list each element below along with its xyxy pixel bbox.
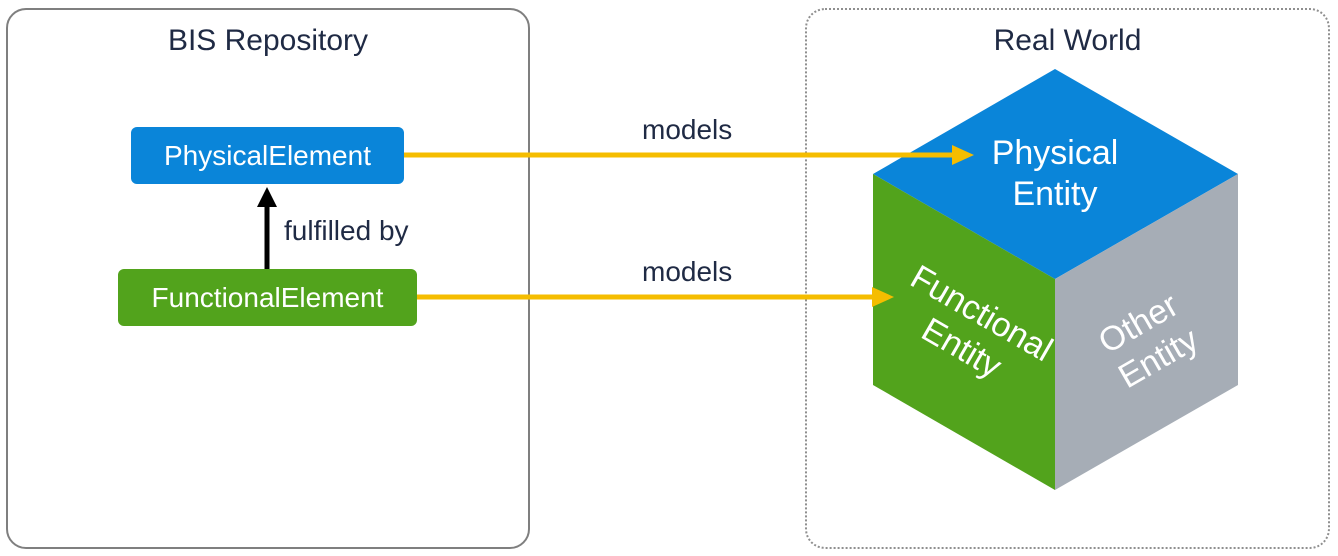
cube-top-label-line1: Physical <box>992 134 1119 172</box>
functional-element-node[interactable]: FunctionalElement <box>118 269 417 326</box>
bis-repository-panel: BIS Repository <box>6 8 530 549</box>
cube-top-face <box>873 69 1238 279</box>
models-arrow-bottom-head <box>872 287 894 307</box>
models-label-top: models <box>642 114 733 145</box>
real-world-panel: Real World <box>805 8 1330 549</box>
physical-element-node[interactable]: PhysicalElement <box>131 127 404 184</box>
cube-right-face <box>1055 174 1238 490</box>
fulfilled-by-arrow-head <box>257 187 277 207</box>
real-world-title: Real World <box>993 24 1142 57</box>
models-label-bottom: models <box>642 256 733 287</box>
cube-top-label-line2: Entity <box>1012 175 1097 213</box>
cube-left-face <box>873 174 1055 490</box>
bis-repository-title: BIS Repository <box>167 24 369 57</box>
fulfilled-by-label: fulfilled by <box>284 215 409 246</box>
models-arrow-top-head <box>952 145 974 165</box>
